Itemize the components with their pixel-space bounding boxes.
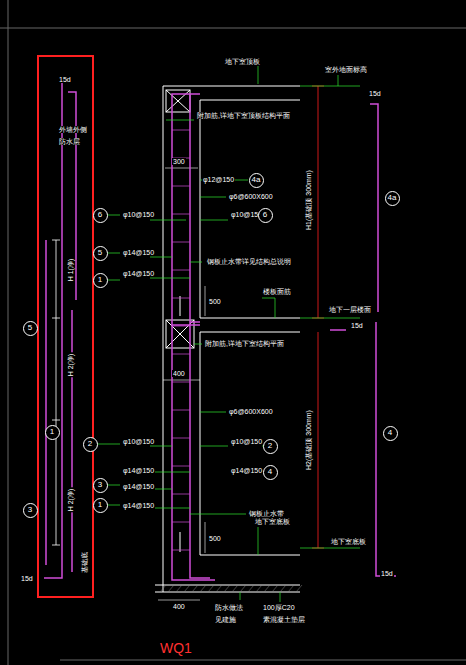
annotation-text: 钢板止水带详见结构总说明 [206, 258, 292, 265]
annotation-text: φ10@150 [122, 438, 155, 445]
annotation-text: 地下室底板 [330, 538, 367, 545]
annotation-text: 15d [58, 76, 72, 83]
annotation-text: 附加筋,详地下室结构平面 [204, 340, 285, 347]
annotation-text: 钢板止水带 [248, 510, 285, 517]
dimension-text: H 2(净) [67, 353, 74, 378]
callout-circle: 3 [23, 503, 38, 518]
annotation-text: φ10@150 [122, 211, 155, 218]
callout-circle: 6 [258, 208, 273, 223]
callout-circle: 5 [93, 246, 108, 261]
callout-number: 1 [50, 428, 54, 436]
annotation-text: 500 [208, 298, 222, 305]
annotation-text: φ12@150 [202, 176, 235, 183]
callout-circle: 1 [93, 273, 108, 288]
annotation-text: φ14@150 [122, 483, 155, 490]
annotation-text: φ14@150 [122, 467, 155, 474]
callout-number: 2 [88, 440, 92, 448]
rebar-schedule [44, 82, 396, 578]
callout-number: 5 [98, 249, 102, 257]
callout-number: 6 [98, 211, 102, 219]
dimension-text: H2(基础顶 300mm) [305, 409, 312, 471]
annotation-text: 地下室底板 [254, 518, 291, 525]
dimension-line [312, 86, 324, 548]
callout-circle: 5 [23, 321, 38, 336]
annotation-text: 300 [172, 158, 186, 165]
annotation-text: φ14@150 [230, 467, 263, 474]
annotation-text: 楼板面筋 [262, 288, 292, 295]
callout-circle: 4a [249, 173, 264, 188]
callout-circle: 3 [93, 478, 108, 493]
callout-circle: 4a [385, 191, 400, 206]
annotation-text: 15d [368, 90, 382, 97]
annotation-text: 15d [380, 570, 394, 577]
callout-number: 1 [98, 276, 102, 284]
annotation-text: 地下室顶板 [224, 58, 261, 65]
annotation-text: φ6@600X600 [228, 193, 274, 200]
dimension-text: H 1(净) [67, 258, 74, 283]
annotation-text: φ10@150 [230, 438, 263, 445]
annotation-text: 素混凝土垫层 [262, 616, 306, 623]
annotation-text: 15d [20, 575, 34, 582]
callout-circle: 4 [263, 465, 278, 480]
annotation-text: φ14@150 [122, 270, 155, 277]
callout-number: 4 [388, 429, 392, 437]
leader-line [97, 66, 360, 602]
callout-number: 3 [98, 481, 102, 489]
callout-number: 4a [252, 176, 261, 184]
annotation-text: φ14@150 [122, 249, 155, 256]
callout-number: 5 [28, 324, 32, 332]
callout-number: 2 [268, 442, 272, 450]
dimension-text: H1(基础顶 300mm) [305, 169, 312, 231]
annotation-text: 附加筋,详地下室顶板结构平面 [196, 112, 291, 119]
callout-circle: 6 [93, 208, 108, 223]
annotation-text: 室外地面标高 [324, 66, 368, 73]
annotation-text: 500 [208, 535, 222, 542]
wall-rebar [172, 94, 215, 580]
annotation-text: 外墙外侧 [58, 126, 88, 133]
annotation-text: φ6@600X600 [228, 408, 274, 415]
dimension-text: 基础底 [81, 551, 88, 574]
callout-number: 3 [28, 506, 32, 514]
callout-number: 1 [98, 501, 102, 509]
callout-circle: 2 [83, 437, 98, 452]
drawing-title: WQ1 [160, 640, 192, 656]
annotation-text: φ14@150 [122, 502, 155, 509]
callout-circle: 4 [383, 426, 398, 441]
callout-circle: 1 [45, 425, 60, 440]
callout-number: 6 [263, 211, 267, 219]
dimension-text: H 2(净) [67, 488, 74, 513]
callout-circle: 1 [93, 498, 108, 513]
annotation-text: 400 [172, 603, 186, 610]
annotation-text: 地下一层楼面 [328, 306, 372, 313]
concrete-outline [155, 86, 300, 592]
annotation-text: 防水层 [58, 138, 81, 145]
annotation-text: 400 [172, 370, 186, 377]
callout-number: 4 [268, 468, 272, 476]
annotation-text: 15d [350, 322, 364, 329]
annotation-text: 100厚C20 [262, 604, 296, 611]
annotation-text: 防水做法 [214, 604, 244, 611]
callout-circle: 2 [263, 439, 278, 454]
highlight-frame [38, 56, 93, 597]
callout-number: 4a [388, 194, 397, 202]
annotation-text: 见建施 [214, 616, 237, 623]
